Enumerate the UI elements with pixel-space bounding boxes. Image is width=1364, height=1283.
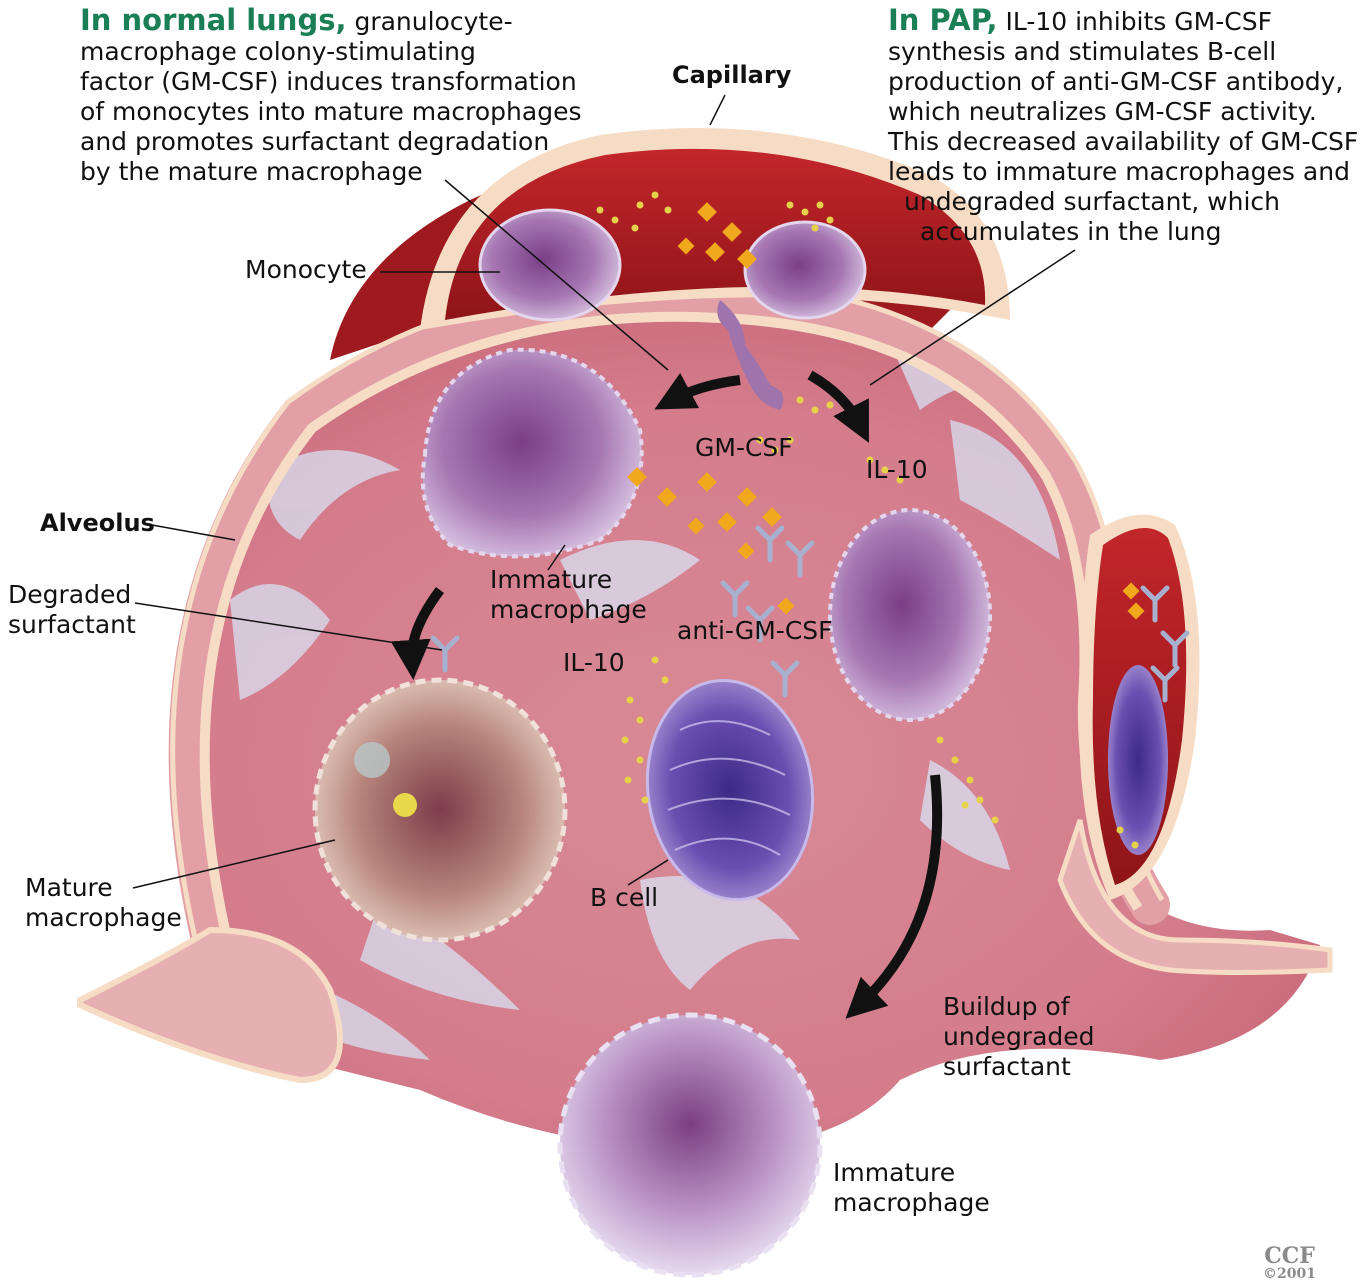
monocyte-cell-left <box>480 210 620 320</box>
monocyte-cell-right <box>745 222 865 318</box>
anti-gm-csf-label: anti-GM-CSF <box>677 616 833 646</box>
immature-macrophage-bottom-label: Immature macrophage <box>833 1158 990 1218</box>
left-wall-fold <box>80 930 340 1080</box>
pap-caption-line-6: leads to immature macrophages and <box>888 157 1358 187</box>
buildup-line-3: surfactant <box>943 1052 1095 1082</box>
leader-capillary <box>710 95 725 125</box>
gm-csf-label: GM-CSF <box>695 433 793 463</box>
immature-macrophage-bottom-line-2: macrophage <box>833 1188 990 1218</box>
buildup-label: Buildup of undegraded surfactant <box>943 992 1095 1082</box>
buildup-line-2: undegraded <box>943 1022 1095 1052</box>
surfactant-vesicle <box>354 742 390 778</box>
normal-caption-line-1: granulocyte- <box>354 7 512 36</box>
alveolus-label: Alveolus <box>40 508 155 538</box>
mature-macrophage-line-2: macrophage <box>25 903 182 933</box>
phagocytosed-surfactant <box>393 793 417 817</box>
normal-caption-line-2: macrophage colony-stimulating <box>80 37 582 67</box>
b-cell-label: B cell <box>590 883 658 913</box>
pap-caption-line-5: This decreased availability of GM-CSF <box>888 127 1358 157</box>
pap-caption-line-8: accumulates in the lung <box>888 217 1358 247</box>
normal-caption-line-4: of monocytes into mature macrophages <box>80 97 582 127</box>
pap-caption-line-1: IL-10 inhibits GM-CSF <box>1005 7 1271 36</box>
ccf-watermark: CCF ©2001 <box>1263 1245 1316 1281</box>
normal-caption-line-5: and promotes surfactant degradation <box>80 127 582 157</box>
pap-caption-line-3: production of anti-GM-CSF antibody, <box>888 67 1358 97</box>
pap-caption-line-4: which neutralizes GM-CSF activity. <box>888 97 1358 127</box>
immature-macrophage-center-line-2: macrophage <box>490 595 647 625</box>
normal-lungs-caption: In normal lungs, granulocyte- macrophage… <box>80 5 582 187</box>
mature-macrophage-label: Mature macrophage <box>25 873 182 933</box>
normal-caption-line-6: by the mature macrophage <box>80 157 582 187</box>
il10-right-label: IL-10 <box>866 455 928 485</box>
degraded-surfactant-line-2: surfactant <box>8 610 136 640</box>
pap-caption-line-7: undegraded surfactant, which <box>888 187 1358 217</box>
normal-caption-line-3: factor (GM-CSF) induces transformation <box>80 67 582 97</box>
pap-caption-line-2: synthesis and stimulates B-cell <box>888 37 1358 67</box>
pap-caption: In PAP, IL-10 inhibits GM-CSF synthesis … <box>888 5 1358 247</box>
immature-macrophage-bottom <box>560 1015 820 1275</box>
degraded-surfactant-line-1: Degraded <box>8 580 136 610</box>
ccf-watermark-year: ©2001 <box>1263 1267 1316 1281</box>
immature-macrophage-right <box>830 510 990 720</box>
degraded-surfactant-label: Degraded surfactant <box>8 580 136 640</box>
buildup-line-1: Buildup of <box>943 992 1095 1022</box>
normal-lungs-lead: In normal lungs, <box>80 3 347 37</box>
pap-lead: In PAP, <box>888 3 998 37</box>
immature-macrophage-bottom-line-1: Immature <box>833 1158 990 1188</box>
capillary-label: Capillary <box>672 60 791 90</box>
il10-left-label: IL-10 <box>563 648 625 678</box>
capillary-bcell <box>1108 665 1168 855</box>
immature-macrophage-center-line-1: Immature <box>490 565 647 595</box>
immature-macrophage-center-label: Immature macrophage <box>490 565 647 625</box>
monocyte-label: Monocyte <box>245 255 367 285</box>
mature-macrophage-line-1: Mature <box>25 873 182 903</box>
mature-macrophage <box>315 680 565 940</box>
